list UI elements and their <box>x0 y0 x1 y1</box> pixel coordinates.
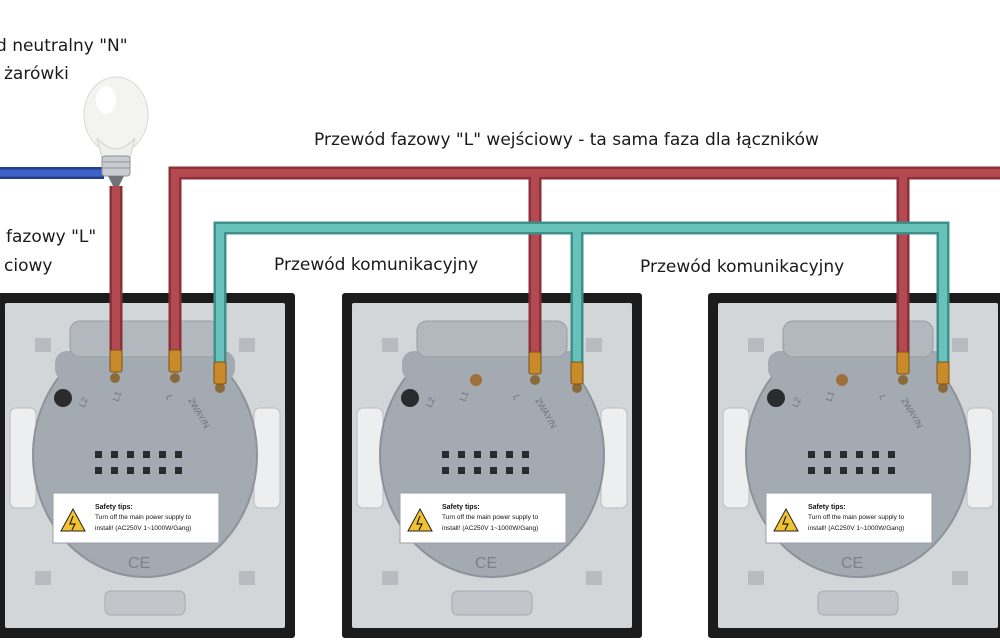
safety-line-1: Turn off the main power supply to <box>95 514 191 521</box>
communication-label-2: Przewód komunikacyjny <box>640 257 845 277</box>
communication-wires <box>213 221 950 368</box>
safety-title: Safety tips: <box>95 504 133 511</box>
terminal-l2-label: L2 <box>424 396 437 409</box>
phase-wires <box>109 166 1000 360</box>
safety-line-1: Turn off the main power supply to <box>442 514 538 521</box>
terminal-l-label: L <box>164 393 175 401</box>
safety-title: Safety tips: <box>442 504 480 511</box>
terminal-l1-label: L1 <box>110 390 123 403</box>
terminal-l1-label: L1 <box>823 390 836 403</box>
terminal-l-label: L <box>511 393 522 401</box>
terminal-l-label: L <box>877 393 888 401</box>
terminal-l2-label: L2 <box>790 396 803 409</box>
phase-input-label-line-2: ciowy <box>4 256 53 276</box>
neutral-label-line-1: d neutralny "N" <box>0 36 128 56</box>
light-bulb <box>83 76 149 186</box>
terminal-connectors <box>109 349 950 385</box>
safety-title: Safety tips: <box>808 504 846 511</box>
switch-3: Safety tips: Turn off the main power sup… <box>707 292 1000 639</box>
ce-mark: CE <box>841 555 863 572</box>
ce-mark: CE <box>475 555 497 572</box>
switch-2: Safety tips: Turn off the main power sup… <box>341 292 643 639</box>
terminal-l2-label: L2 <box>77 396 90 409</box>
safety-line-2: install! (AC250V 1~1000W/Gang) <box>95 525 191 532</box>
switch-1: Safety tips: Turn off the main power sup… <box>0 292 296 639</box>
safety-line-1: Turn off the main power supply to <box>808 514 904 521</box>
phase-common-label: Przewód fazowy "L" wejściowy - ta sama f… <box>314 130 819 150</box>
safety-line-2: install! (AC250V 1~1000W/Gang) <box>808 525 904 532</box>
communication-label-1: Przewód komunikacyjny <box>274 255 479 275</box>
ce-mark: CE <box>128 555 150 572</box>
terminal-l1-label: L1 <box>457 390 470 403</box>
safety-line-2: install! (AC250V 1~1000W/Gang) <box>442 525 538 532</box>
neutral-label-line-2: żarówki <box>4 64 69 84</box>
phase-input-label-line-1: fazowy "L" <box>6 227 97 247</box>
